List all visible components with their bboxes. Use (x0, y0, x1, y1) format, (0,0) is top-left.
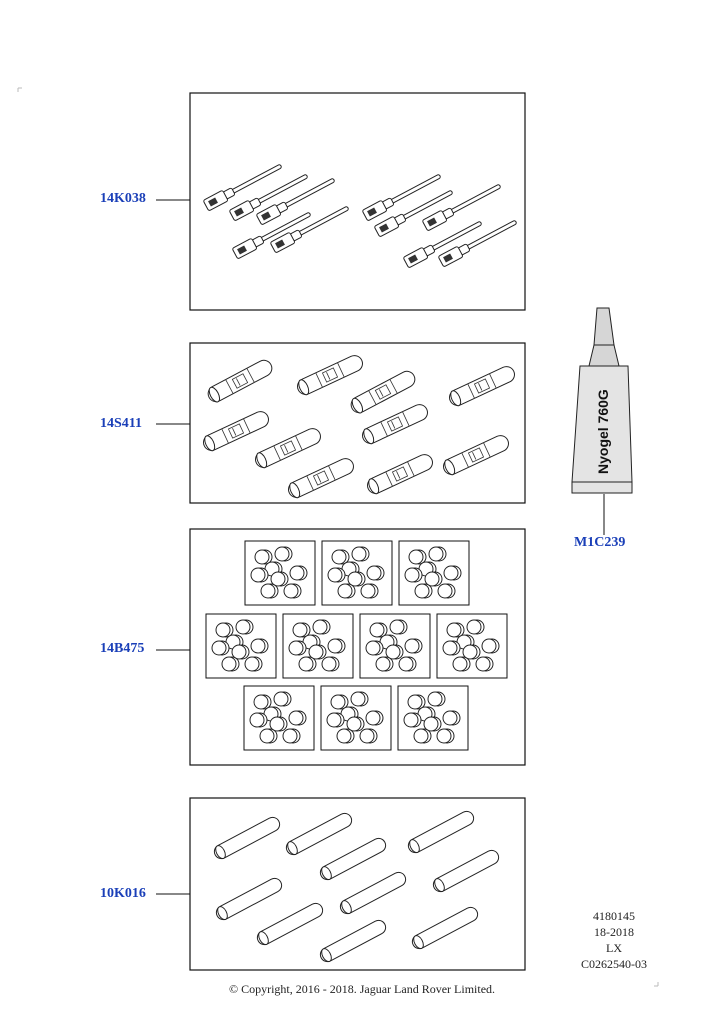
seal-pack (436, 613, 508, 679)
drawing-info: 4180145 18-2018 LX C0262540-03 (574, 908, 654, 972)
heat-shrink-sleeve (407, 810, 475, 854)
butt-splice (297, 355, 363, 396)
corner-mark-bottom-right (654, 982, 659, 987)
connector-terminal (362, 174, 441, 221)
connector-terminal (256, 178, 335, 225)
grease-tube: Nyogel 760G (571, 307, 633, 494)
heat-shrink-sleeves (213, 810, 500, 963)
connector-terminal (229, 174, 308, 221)
butt-splice (367, 454, 433, 495)
seal-pack (205, 613, 277, 679)
connector-terminal (438, 220, 517, 267)
seal-pack (397, 685, 469, 751)
drawing-ref: C0262540-03 (581, 957, 647, 971)
butt-splice (207, 359, 273, 403)
connector-terminal (422, 184, 501, 231)
heat-shrink-sleeve (319, 919, 387, 963)
callout-14s411[interactable]: 14S411 (100, 416, 143, 431)
seal-pack (243, 685, 315, 751)
connector-terminal (270, 206, 349, 253)
seal-pack (282, 613, 354, 679)
drawing-date: 18-2018 (594, 925, 634, 939)
seal-packs (205, 540, 508, 751)
butt-splices (203, 355, 515, 499)
seal-pack (359, 613, 431, 679)
seal-pack (398, 540, 470, 606)
callout-14k038[interactable]: 14K038 (100, 191, 146, 206)
butt-splice (255, 428, 321, 469)
connector-terminal (232, 212, 311, 259)
connector-terminal (374, 190, 453, 237)
drawing-number: 4180145 (593, 909, 635, 923)
heat-shrink-sleeve (285, 812, 353, 856)
connector-terminal (403, 221, 482, 268)
heat-shrink-sleeve (215, 877, 283, 921)
butt-splice (443, 435, 509, 476)
callout-m1c239[interactable]: M1C239 (574, 535, 626, 550)
heat-shrink-sleeve (256, 902, 324, 946)
copyright-notice: © Copyright, 2016 - 2018. Jaguar Land Ro… (228, 982, 496, 996)
callout-14b475[interactable]: 14B475 (100, 641, 145, 656)
connector-terminal (203, 164, 282, 211)
butt-splice (203, 411, 269, 452)
butt-splice (288, 458, 354, 499)
callout-10k016[interactable]: 10K016 (100, 886, 146, 901)
heat-shrink-sleeve (411, 906, 479, 950)
seal-pack (320, 685, 392, 751)
heat-shrink-sleeve (213, 816, 281, 860)
connector-terminals (203, 164, 517, 268)
seal-pack (244, 540, 316, 606)
heat-shrink-sleeve (319, 837, 387, 881)
butt-splice (362, 404, 428, 445)
butt-splice (350, 370, 416, 414)
butt-splice (449, 366, 515, 407)
heat-shrink-sleeve (432, 849, 500, 893)
tube-label: Nyogel 760G (595, 389, 611, 474)
corner-mark-top-left (17, 87, 22, 92)
seal-pack (321, 540, 393, 606)
drawing-code: LX (606, 941, 622, 955)
heat-shrink-sleeve (339, 871, 407, 915)
